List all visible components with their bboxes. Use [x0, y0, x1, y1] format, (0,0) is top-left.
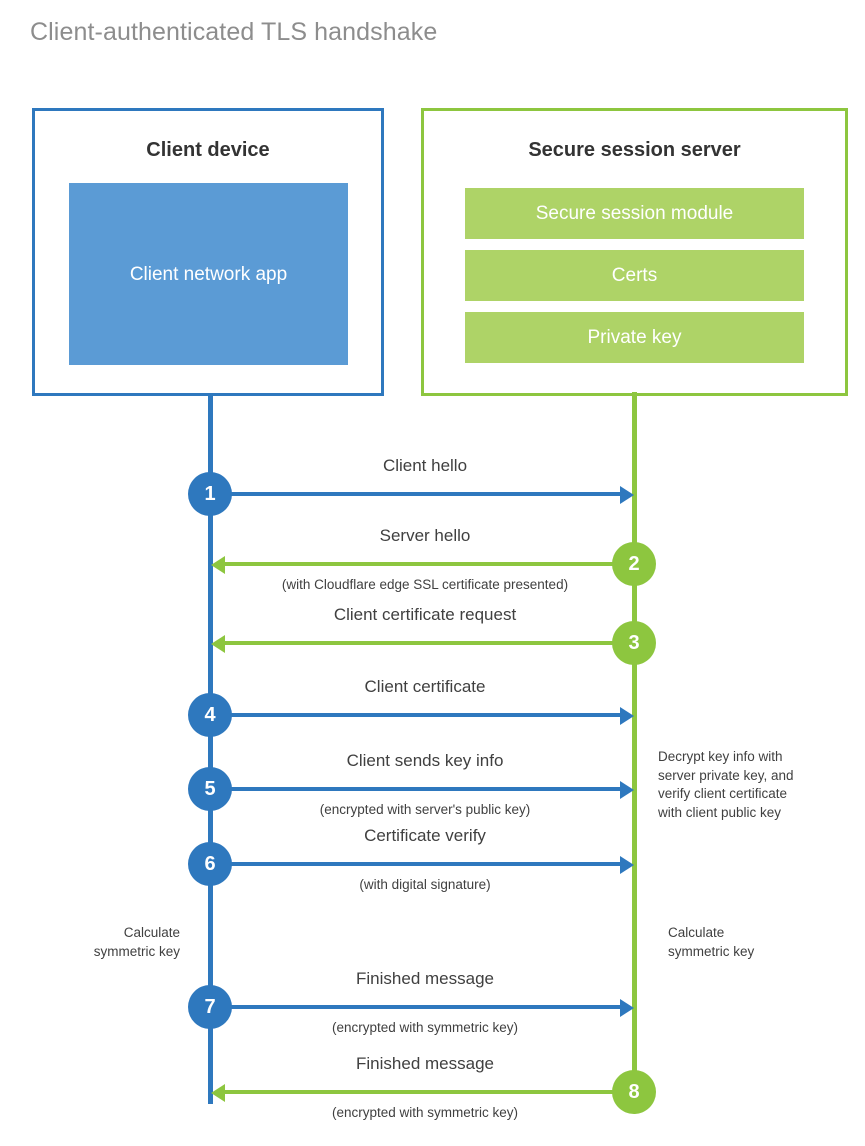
secure-session-server-title: Secure session server: [528, 139, 741, 161]
server-decrypt-note-line-1: Decrypt key info with: [658, 749, 783, 764]
server-component-certs: Certs: [465, 250, 804, 301]
server-component-secure-session-module: Secure session module: [465, 188, 804, 239]
server-decrypt-note-line-3: verify client certificate: [658, 786, 788, 801]
step-5-arrow-line: [211, 787, 621, 791]
step-6-sublabel: (with digital signature): [359, 877, 491, 892]
step-7-sublabel: (encrypted with symmetric key): [331, 1020, 519, 1035]
step-1-label: Client hello: [382, 456, 468, 475]
server-lifeline: [632, 392, 637, 1092]
secure-session-server-box: Secure session server Secure session mod…: [421, 108, 848, 396]
step-8-label: Finished message: [356, 1054, 494, 1073]
step-5-circle[interactable]: 5: [188, 767, 232, 811]
step-6-circle[interactable]: 6: [188, 842, 232, 886]
server-symkey-note-line-2: symmetric key: [668, 943, 755, 959]
step-7-arrow-line: [211, 1005, 621, 1009]
step-5-label: Client sends key info: [346, 751, 504, 770]
client-device-title: Client device: [146, 139, 270, 161]
step-3-arrow-line: [225, 641, 635, 645]
step-3-circle[interactable]: 3: [612, 621, 656, 665]
client-network-app-box: Client network app: [69, 183, 348, 365]
step-1-arrow-head: [620, 486, 634, 504]
client-device-box: Client device Client network app: [32, 108, 384, 396]
step-3-label: Client certificate request: [333, 605, 517, 624]
step-4-circle[interactable]: 4: [188, 693, 232, 737]
step-2-circle[interactable]: 2: [612, 542, 656, 586]
step-6-label: Certificate verify: [364, 826, 486, 845]
client-symkey-note-line-2: symmetric key: [93, 943, 180, 959]
step-7-arrow-head: [620, 999, 634, 1017]
step-8-circle[interactable]: 8: [612, 1070, 656, 1114]
step-8-arrow-head: [211, 1084, 225, 1102]
step-4-label: Client certificate: [364, 677, 486, 696]
step-4-arrow-head: [620, 707, 634, 725]
server-symkey-note-line-1: Calculate: [668, 925, 725, 940]
client-network-app-label: Client network app: [129, 263, 288, 285]
step-3-arrow-head: [211, 635, 225, 653]
step-2-label: Server hello: [379, 526, 471, 545]
step-5-arrow-head: [620, 781, 634, 799]
step-8-arrow-line: [225, 1090, 635, 1094]
step-2-arrow-line: [225, 562, 635, 566]
step-2-sublabel: (with Cloudflare edge SSL certificate pr…: [281, 577, 569, 592]
server-calculate-symmetric-key-note: Calculate symmetric key: [668, 924, 848, 961]
step-2-arrow-head: [211, 556, 225, 574]
step-8-sublabel: (encrypted with symmetric key): [331, 1105, 519, 1120]
page-title: Client-authenticated TLS handshake: [30, 18, 438, 46]
client-calculate-symmetric-key-note: Calculate symmetric key: [40, 924, 180, 961]
step-7-circle[interactable]: 7: [188, 985, 232, 1029]
step-5-sublabel: (encrypted with server's public key): [319, 802, 531, 817]
step-6-arrow-line: [211, 862, 621, 866]
step-4-arrow-line: [211, 713, 621, 717]
step-1-arrow-line: [211, 492, 621, 496]
client-lifeline: [208, 394, 213, 1104]
server-decrypt-note: Decrypt key info with server private key…: [658, 748, 858, 822]
client-symkey-note-line-1: Calculate: [123, 925, 180, 940]
server-component-private-key: Private key: [465, 312, 804, 363]
server-decrypt-note-line-2: server private key, and: [658, 767, 794, 783]
server-decrypt-note-line-4: with client public key: [658, 804, 782, 820]
step-6-arrow-head: [620, 856, 634, 874]
step-1-circle[interactable]: 1: [188, 472, 232, 516]
step-7-label: Finished message: [356, 969, 494, 988]
